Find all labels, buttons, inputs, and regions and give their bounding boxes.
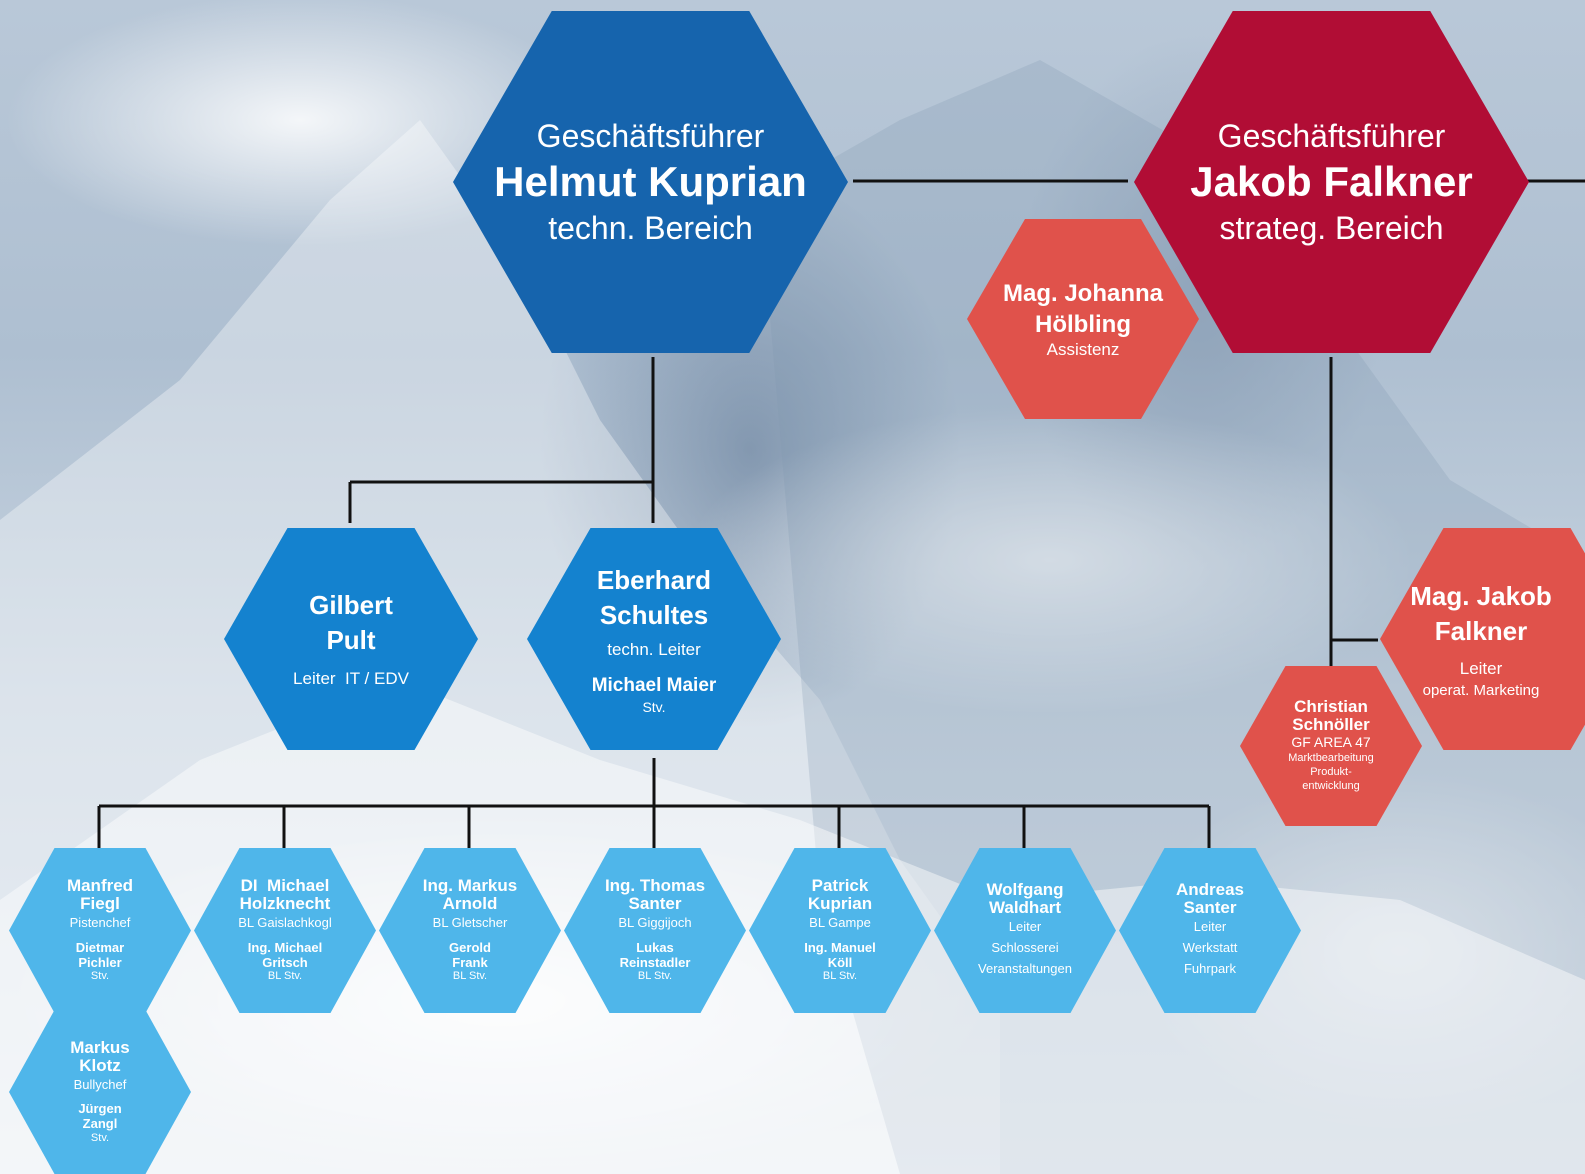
unit4-name-line1: Ing. Thomas — [604, 876, 706, 896]
it-role: Leiter IT / EDV — [293, 669, 409, 689]
unit3-name-line2: Arnold — [442, 894, 498, 914]
tech-role: techn. Leiter — [607, 640, 701, 660]
marketing-name-line1: Mag. Jakob — [1410, 581, 1552, 612]
it-name-line2: Pult — [326, 624, 376, 655]
unit7-name-line1: Andreas — [1175, 880, 1245, 900]
gf2-role: Geschäftsführer — [1217, 117, 1446, 154]
tech-deputy-name: Michael Maier — [591, 675, 717, 697]
marketing-role-line2: operat. Marketing — [1422, 681, 1540, 699]
bully-name-line2: Klotz — [79, 1055, 121, 1075]
unit3-deputy-line1: Gerold — [449, 939, 491, 955]
marketing-name-line2: Falkner — [1434, 616, 1528, 647]
tech-deputy-role: Stv. — [642, 699, 666, 716]
bully-name-line1: Markus — [70, 1037, 130, 1057]
unit7-role-1: Leiter — [1193, 919, 1227, 935]
unit4-deputy-line1: Lukas — [636, 939, 674, 955]
unit1-deputy-line1: Dietmar — [75, 939, 125, 955]
unit1-deputy-line2: Pichler — [78, 954, 122, 970]
bully-role: Bullychef — [73, 1076, 127, 1092]
unit5-role: BL Gampe — [809, 915, 871, 931]
bully-hex: Markus Klotz Bullychef Jürgen Zangl Stv. — [9, 1010, 191, 1174]
unit2-role: BL Gaislachkogl — [238, 915, 332, 931]
area47-role-line1: GF AREA 47 — [1291, 734, 1371, 750]
unit2-deputy-line2: Gritsch — [262, 954, 308, 970]
it-name-line1: Gilbert — [309, 589, 393, 620]
unit5-deputy-role: BL Stv. — [822, 970, 858, 983]
unit6-name-line1: Wolfgang — [986, 880, 1064, 900]
unit1-role: Pistenchef — [69, 915, 131, 931]
unit4-deputy-role: BL Stv. — [637, 970, 673, 983]
bully-deputy-line2: Zangl — [82, 1116, 118, 1131]
assistant-name-line1: Mag. Johanna — [1002, 279, 1164, 307]
area47-role-line2: Marktbearbeitung — [1288, 751, 1374, 764]
tech-name-line2: Schultes — [599, 599, 709, 630]
unit1-deputy-role: Stv. — [90, 970, 110, 983]
bully-deputy-line1: Jürgen — [78, 1101, 122, 1117]
unit5-name-line1: Patrick — [811, 876, 869, 896]
unit3-role: BL Gletscher — [432, 915, 508, 931]
area47-role-line3: Produkt- — [1310, 766, 1352, 779]
unit1-name-line1: Manfred — [66, 876, 134, 896]
unit3-name-line1: Ing. Markus — [422, 876, 518, 896]
marketing-role-line1: Leiter — [1459, 658, 1503, 678]
unit2-name-line2: Holzknecht — [239, 894, 331, 914]
unit7-role-2: Werkstatt — [1182, 939, 1238, 955]
gf1-role: Geschäftsführer — [536, 117, 765, 154]
gf2-area: strateg. Bereich — [1219, 210, 1444, 247]
assistant-name-line2: Hölbling — [1035, 311, 1131, 338]
unit3-deputy-line2: Frank — [452, 954, 488, 970]
unit7-role-3: Fuhrpark — [1183, 960, 1237, 976]
area47-hex: Christian Schnöller GF AREA 47 Marktbear… — [1240, 666, 1422, 826]
it-hex: Gilbert Pult Leiter IT / EDV — [224, 528, 478, 750]
area47-role-line4: entwicklung — [1302, 780, 1360, 793]
bully-deputy-role: Stv. — [90, 1131, 110, 1144]
area47-name-line2: Schnöller — [1292, 715, 1370, 735]
marketing-text: Mag. Jakob Falkner Leiter operat. Market… — [1410, 579, 1552, 698]
unit5-deputy-line1: Ing. Manuel — [804, 939, 876, 955]
unit6-role-3: Veranstaltungen — [978, 960, 1072, 976]
area47-name-line1: Christian — [1294, 697, 1368, 717]
gf1-name: Helmut Kuprian — [494, 157, 807, 205]
unit-hex-7: Andreas Santer Leiter Werkstatt Fuhrpark — [1119, 848, 1301, 1013]
unit1-name-line2: Fiegl — [80, 894, 120, 914]
unit5-name-line2: Kuprian — [807, 894, 873, 914]
gf-jakob-falkner-hex: Geschäftsführer Jakob Falkner strateg. B… — [1134, 11, 1529, 353]
unit7-name-line2: Santer — [1183, 898, 1237, 918]
unit4-name-line2: Santer — [628, 894, 682, 914]
gf1-area: techn. Bereich — [548, 210, 753, 247]
unit4-deputy-line2: Reinstadler — [619, 954, 691, 970]
unit6-name-line2: Waldhart — [988, 898, 1062, 918]
unit2-name-line1: DI Michael — [240, 876, 330, 896]
unit2-deputy-line1: Ing. Michael — [247, 939, 323, 955]
unit3-deputy-role: BL Stv. — [452, 970, 488, 983]
unit4-role: BL Giggijoch — [618, 915, 692, 931]
gf2-name: Jakob Falkner — [1190, 157, 1473, 205]
assistant-role: Assistenz — [1046, 340, 1120, 360]
tech-name-line1: Eberhard — [596, 564, 712, 595]
unit2-deputy-role: BL Stv. — [267, 970, 303, 983]
unit6-role-2: Schlosserei — [991, 939, 1059, 955]
unit5-deputy-line2: Köll — [827, 954, 853, 970]
unit6-role-1: Leiter — [1008, 919, 1042, 935]
